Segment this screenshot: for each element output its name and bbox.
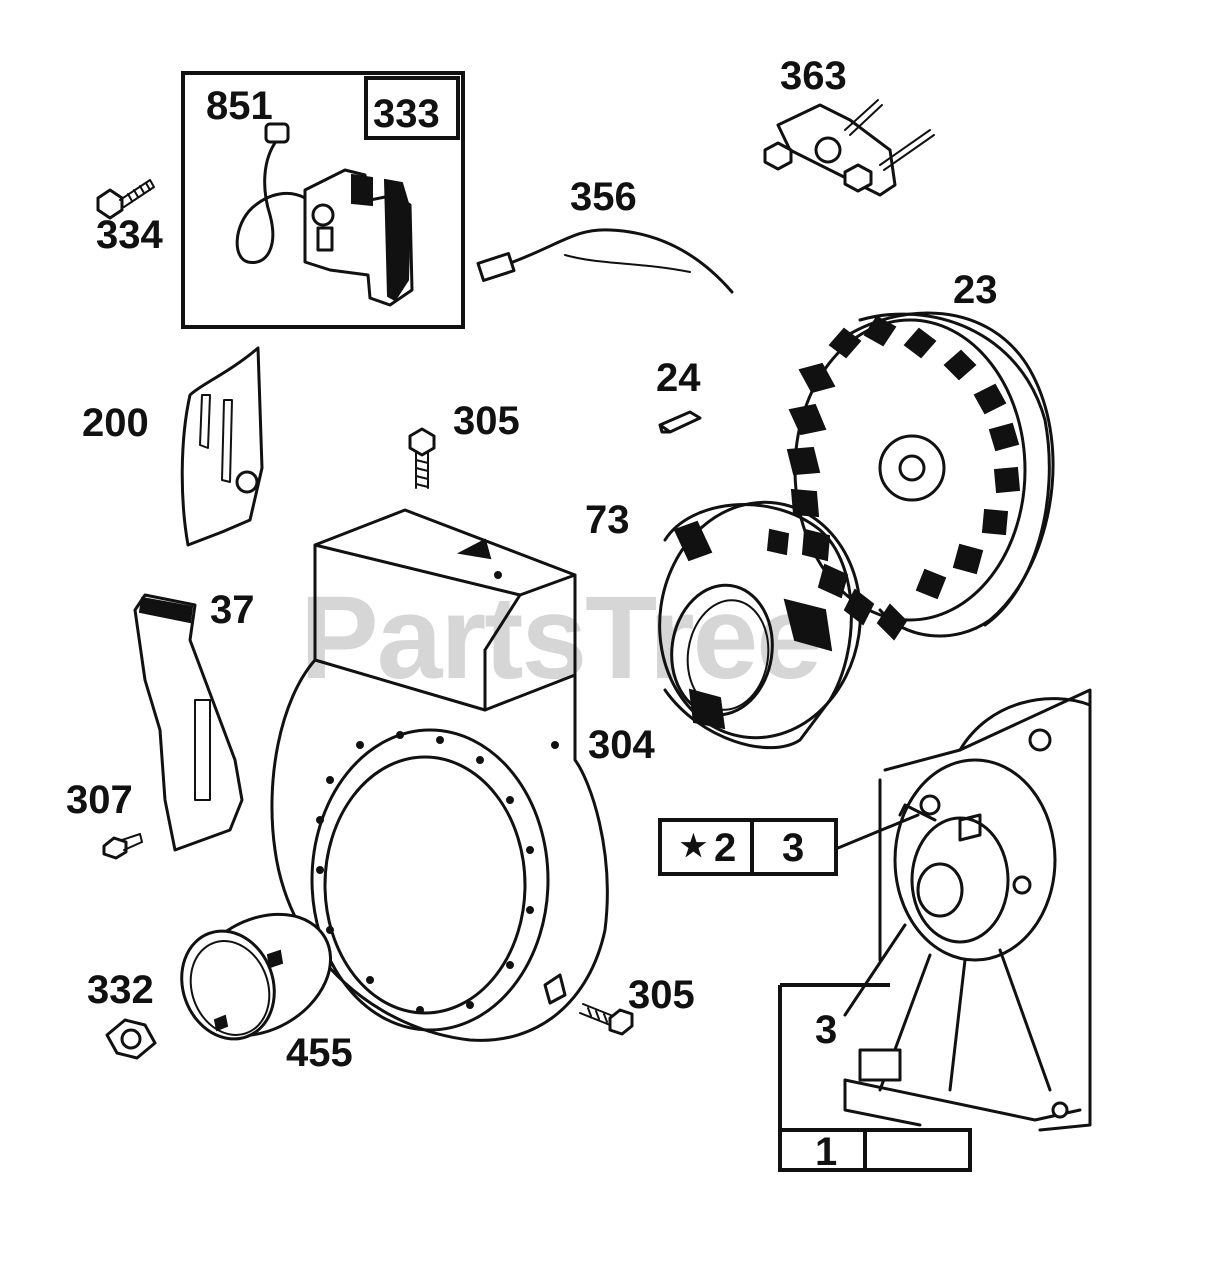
kit-qty: 2 [714,826,737,870]
kit-box-frame [658,818,838,876]
part-333-box [364,76,460,140]
part-363 [763,99,935,197]
air-guide-37 [133,593,244,852]
callout-307: 307 [66,778,133,822]
callout-200: 200 [82,401,149,445]
engine-ref: 1 [815,1130,838,1174]
callout-305-bottom: 305 [628,973,695,1017]
screw-305-top [408,427,436,489]
screw-334 [96,179,155,220]
callout-305-top: 305 [453,399,520,443]
callout-37: 37 [210,588,255,632]
screw-305-bottom [579,1003,634,1036]
blower-housing-304 [270,508,609,1042]
callout-304: 304 [588,723,655,767]
kit-ref: 3 [782,826,805,870]
flywheel-key-24 [658,410,702,434]
callout-851: 851 [206,84,273,128]
callout-23: 23 [953,268,998,312]
callout-3: 3 [815,1008,838,1052]
callout-334: 334 [96,213,163,257]
callout-363: 363 [780,54,847,98]
kit-leader-line [836,813,920,850]
nut-332 [105,1018,157,1060]
callout-24: 24 [656,356,701,400]
starter-cup-455 [180,912,333,1041]
callout-455: 455 [286,1031,353,1075]
armature-kit-frame [181,71,465,329]
air-guide-slot [194,699,211,801]
crankcase-1 [843,688,1092,1132]
air-vane-hole [235,470,259,494]
callout-332: 332 [87,968,154,1012]
screw-307 [102,833,143,860]
engine-leader-line [843,923,907,1017]
ignition-armature [235,122,414,307]
rotating-screen-73 [658,500,862,750]
air-guide-top [138,596,194,624]
ground-wire-356 [476,228,734,294]
kit-star-icon: ★ [680,830,707,863]
flywheel-23 [786,311,1055,641]
air-vane-slots [199,394,233,483]
callout-356: 356 [570,175,637,219]
engine-frame [778,985,972,1172]
callout-73: 73 [585,498,630,542]
callout-333: 333 [373,92,440,136]
